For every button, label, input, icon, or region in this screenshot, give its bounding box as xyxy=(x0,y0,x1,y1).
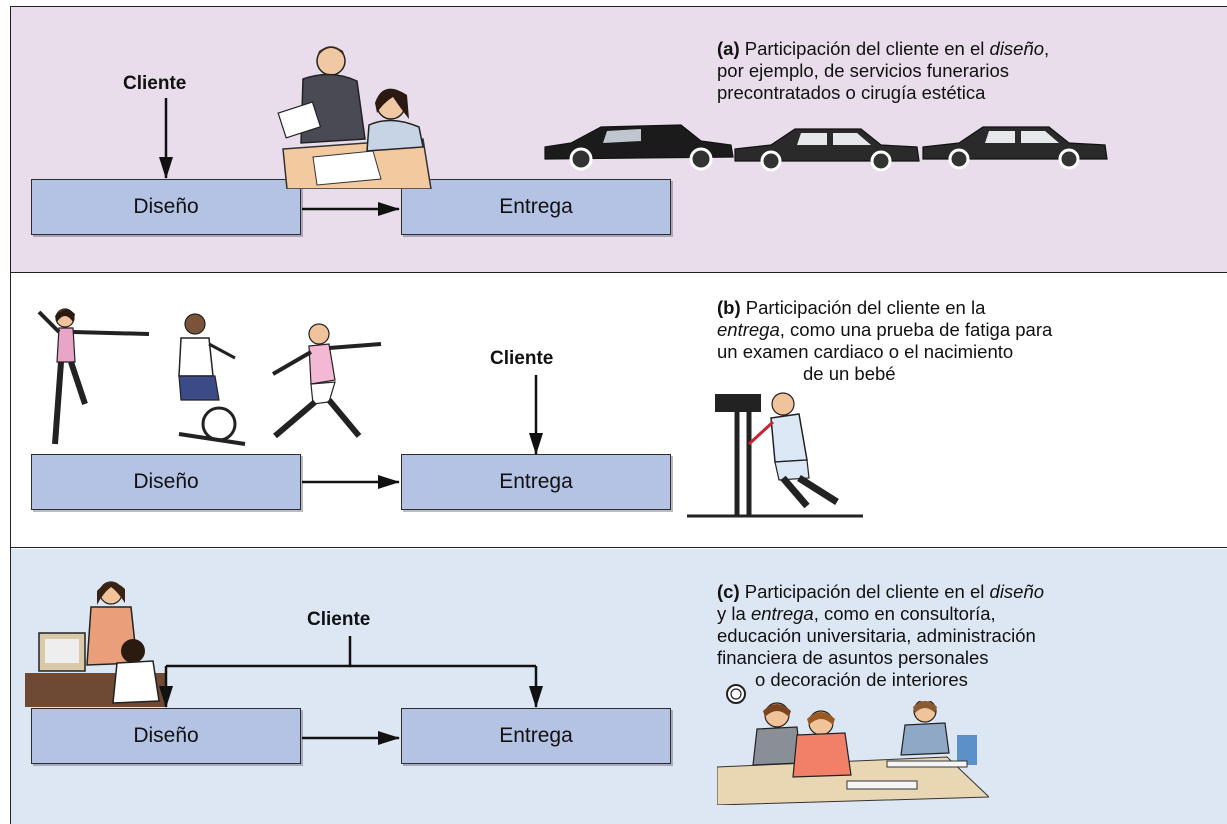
caption-b-line4: de un bebé xyxy=(803,363,896,384)
cliente-label-b: Cliente xyxy=(490,348,554,369)
cliente-label-c: Cliente xyxy=(307,609,371,630)
business-meeting-illustration xyxy=(277,46,432,189)
caption-a-label: (a) xyxy=(717,38,740,59)
caption-b-line2-em: entrega xyxy=(717,319,780,340)
caption-c-line4: financiera de asuntos personales xyxy=(717,647,989,668)
caption-b: (b) Participación del cliente en la entr… xyxy=(717,297,1052,385)
diseno-box-b: Diseño xyxy=(31,454,301,510)
exercising-people-illustration xyxy=(37,308,382,446)
caption-c-line2-em: entrega xyxy=(750,603,814,624)
classroom-students-illustration xyxy=(717,701,989,805)
caption-b-line3: un examen cardiaco o el nacimiento xyxy=(717,341,1014,362)
caption-b-line2-post: , como una prueba de fatiga para xyxy=(779,319,1053,340)
caption-b-label: (b) xyxy=(717,297,741,318)
panel-b: Cliente Diseño Entrega (b) Participación… xyxy=(11,274,1227,548)
caption-b-line1: Participación del cliente en la xyxy=(745,297,986,318)
panel-c: Cliente Diseño Entrega (c) Participación… xyxy=(11,549,1227,824)
caption-a-line3: precontratados o cirugía estética xyxy=(717,82,986,103)
clock-icon xyxy=(726,684,746,704)
treadmill-test-illustration xyxy=(687,392,863,518)
caption-c: (c) Participación del cliente en el dise… xyxy=(717,581,1044,691)
panel-a: Cliente Diseño Entrega (a) Participación… xyxy=(11,7,1227,273)
caption-c-line2-pre: y la xyxy=(717,603,751,624)
caption-c-line1-em: diseño xyxy=(989,581,1045,602)
caption-a-line1-em: diseño xyxy=(989,38,1045,59)
entrega-box-c: Entrega xyxy=(401,708,671,764)
diseno-box-c: Diseño xyxy=(31,708,301,764)
caption-a-line1-pre: Participación del cliente en el xyxy=(744,38,990,59)
caption-a: (a) Participación del cliente en el dise… xyxy=(717,38,1049,104)
caption-c-line2-post: , como en consultoría, xyxy=(813,603,996,624)
caption-a-line2: por ejemplo, de servicios funerarios xyxy=(717,60,1010,81)
caption-c-line5: o decoración de interiores xyxy=(755,669,968,690)
entrega-box-b: Entrega xyxy=(401,454,671,510)
cliente-label-a: Cliente xyxy=(123,73,187,94)
caption-c-line3: educación universitaria, administración xyxy=(717,625,1036,646)
caption-c-line1-pre: Participación del cliente en el xyxy=(744,581,990,602)
consultation-desk-illustration xyxy=(25,581,165,707)
funeral-cars-illustration xyxy=(544,124,1108,172)
caption-c-label: (c) xyxy=(717,581,740,602)
entrega-box-a: Entrega xyxy=(401,179,671,235)
caption-a-line1-post: , xyxy=(1044,38,1050,59)
diseno-box-a: Diseño xyxy=(31,179,301,235)
